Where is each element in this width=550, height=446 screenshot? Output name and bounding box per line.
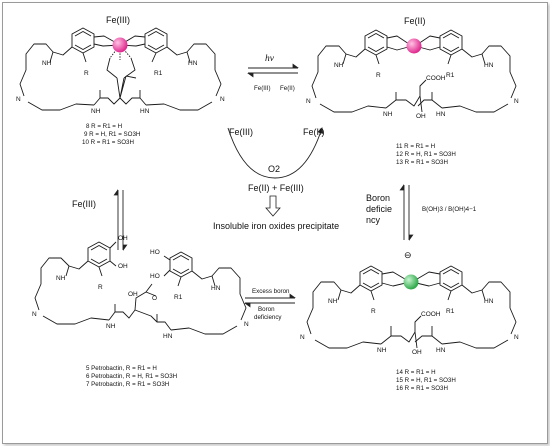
compound-list-item: 5 Petrobactin, R = R1 = H [86, 365, 157, 372]
substituent-r: R [371, 308, 376, 315]
atom-label: N [514, 98, 519, 105]
atom-label: HN [484, 62, 494, 69]
atom-label: N [244, 321, 249, 328]
group-label: HO [150, 273, 160, 280]
compound-list-item: 6 Petrobactin, R = H, R1 = SO3H [86, 373, 178, 380]
group-label: COOH [426, 75, 446, 82]
boron-deficiency-label-line: deficie [366, 204, 393, 214]
compound-list-item: 16 R = R1 = SO3H [396, 385, 448, 392]
atom-label: N [514, 334, 519, 341]
atom-label: N [300, 334, 305, 341]
atom-label: NH [383, 111, 393, 118]
cycle-o2-label: O2 [268, 164, 281, 174]
group-label: OH [416, 113, 426, 120]
atom-label: N [32, 311, 37, 318]
cycle-mixed-iron-label: Fe(II) + Fe(III) [248, 183, 304, 193]
complex-top-right [311, 29, 517, 113]
substituent-r: R [98, 284, 103, 291]
group-label: OH [118, 235, 128, 242]
group-label: O [152, 295, 158, 302]
precipitate-label: Insoluble iron oxides precipitate [213, 221, 340, 231]
atom-label: HN [211, 285, 221, 292]
atom-label: NH [56, 275, 66, 282]
compound-list-item: 15 R = H, R1 = SO3H [396, 377, 456, 384]
boron-deficiency-label-line: Boron [366, 193, 391, 203]
photoreduction-label: hν [265, 54, 274, 64]
fe-iii-atom [112, 37, 128, 53]
boron-deficiency-label-line: deficiency [254, 314, 282, 321]
compound-list-item: 10 R = R1 = SO3H [82, 139, 134, 146]
fe-ii-atom [406, 38, 422, 54]
substituent-r1: R1 [174, 294, 183, 301]
compound-list-item: 7 Petrobactin, R = R1 = SO3H [86, 381, 170, 388]
redox-cycle-arc [227, 127, 324, 179]
substituent-r: R [84, 70, 89, 77]
fe-iii-arrow-label: Fe(III) [72, 199, 96, 209]
atom-label: HN [188, 60, 198, 67]
substituent-r1: R1 [154, 70, 163, 77]
atom-label: NH [106, 323, 116, 330]
compound-list-item: 14 R = R1 = H [396, 369, 436, 376]
precipitate-arrow [265, 195, 281, 217]
compound-list-item: 12 R = H, R1 = SO3H [396, 151, 456, 158]
atom-label: HN [140, 108, 150, 115]
charge-label: ⊖ [404, 250, 412, 260]
atom-label: HN [436, 347, 446, 354]
substituent-r1: R1 [446, 308, 455, 315]
atom-label: NH [334, 62, 344, 69]
atom-label: HN [484, 298, 494, 305]
metal-label-fe-iii: Fe(III) [106, 15, 130, 25]
excess-boron-label: Excess boron [252, 288, 290, 295]
group-label: OH [128, 291, 138, 298]
cycle-fe-ii-label: Fe(II) [303, 127, 325, 137]
atom-label: NH [91, 108, 101, 115]
atom-label: NH [328, 298, 338, 305]
boron-deficiency-label-line: Boron [258, 306, 275, 313]
group-label: HO [150, 249, 160, 256]
boron-deficiency-label-line: ncy [366, 215, 381, 225]
atom-label: N [306, 98, 311, 105]
compound-list-item: 11 R = R1 = H [396, 143, 436, 150]
compound-list-item: 8 R = R1 = H [86, 123, 123, 130]
boron-atom [403, 274, 419, 290]
complex-bottom-left [34, 241, 247, 335]
substituent-r: R [376, 72, 381, 79]
substituent-r1: R1 [446, 72, 455, 79]
atom-label: NH [42, 60, 52, 67]
cycle-fe-iii-label: Fe(III) [229, 127, 253, 137]
compound-list-item: 9 R = H, R1 = SO3H [84, 131, 141, 138]
group-label: OH [118, 263, 128, 270]
group-label: OH [412, 349, 422, 356]
metal-label-fe-ii: Fe(II) [404, 16, 426, 26]
atom-label: N [16, 96, 21, 103]
photoreduction-from: Fe(III) [254, 85, 271, 92]
atom-label: HN [163, 333, 173, 340]
atom-label: HN [436, 111, 446, 118]
photoreduction-to: Fe(II) [280, 85, 295, 92]
atom-label: NH [377, 347, 387, 354]
atom-label: N [220, 96, 225, 103]
group-label: COOH [421, 311, 441, 318]
compound-list-item: 13 R = R1 = SO3H [396, 159, 448, 166]
boric-acid-reagent-label: B(OH)3 / B(OH)4−1 [422, 206, 477, 213]
